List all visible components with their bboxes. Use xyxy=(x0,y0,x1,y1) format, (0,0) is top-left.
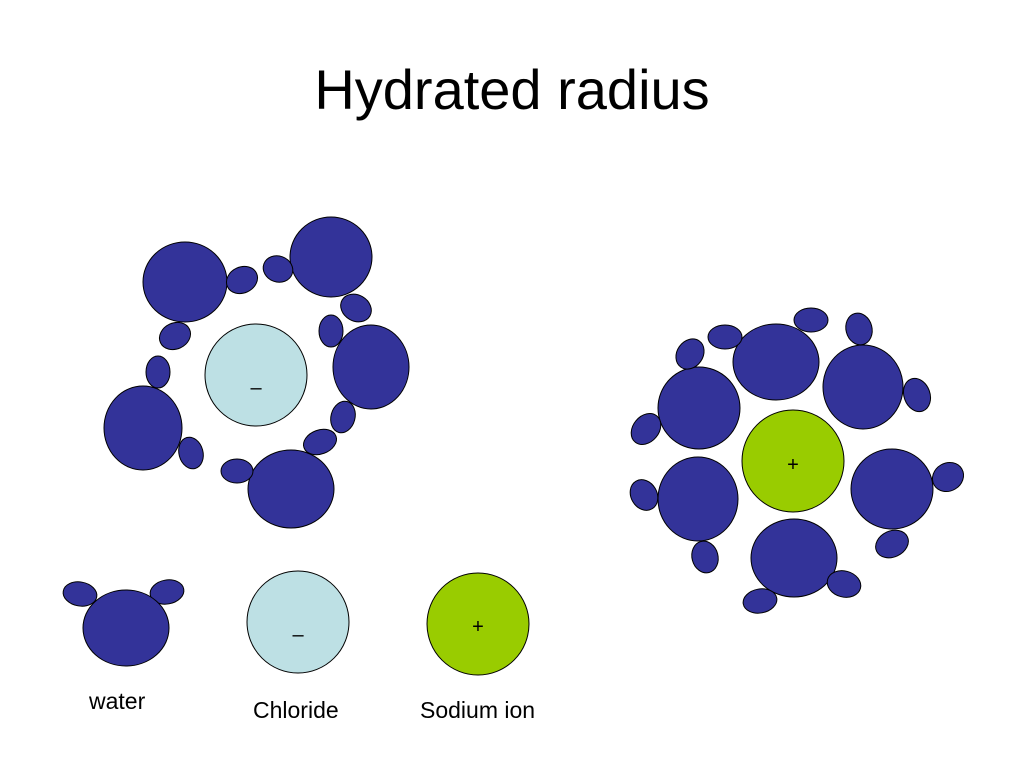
water-hydrogen xyxy=(158,321,192,351)
water-oxygen xyxy=(657,366,741,450)
water-oxygen xyxy=(289,216,373,298)
water-hydrogen xyxy=(303,428,337,456)
water-hydrogen xyxy=(220,458,254,484)
legend-chloride-sign: – xyxy=(292,624,304,646)
water-hydrogen xyxy=(826,570,862,598)
water-oxygen xyxy=(103,385,183,471)
legend-sodium-label: Sodium ion xyxy=(420,697,536,723)
water-oxygen xyxy=(850,448,934,530)
water-hydrogen xyxy=(62,581,98,607)
water-oxygen xyxy=(732,323,820,401)
water-hydrogen xyxy=(629,479,659,511)
sodium-ion-sign: + xyxy=(787,454,799,476)
water-hydrogen xyxy=(330,400,356,434)
water-hydrogen xyxy=(845,312,873,346)
sodium-ion xyxy=(741,409,845,513)
water-oxygen xyxy=(822,344,904,430)
water-hydrogen xyxy=(707,324,743,350)
page-title: Hydrated radius xyxy=(314,58,710,121)
legend-water-label: water xyxy=(89,688,146,714)
water-hydrogen xyxy=(675,338,705,370)
water-oxygen xyxy=(657,456,739,542)
water-hydrogen xyxy=(149,579,185,605)
water-hydrogen xyxy=(318,314,344,348)
water-oxygen xyxy=(750,518,838,598)
water-hydrogen xyxy=(875,529,909,559)
legend-chloride-label: Chloride xyxy=(253,697,339,723)
water-hydrogen xyxy=(262,255,294,283)
water-hydrogen xyxy=(630,413,662,445)
chloride-hydration-cluster xyxy=(103,216,410,529)
water-hydrogen xyxy=(145,355,171,389)
chloride-ion-sign: – xyxy=(250,377,262,399)
water-oxygen xyxy=(82,589,170,667)
water-hydrogen xyxy=(742,588,778,614)
water-hydrogen xyxy=(178,436,204,470)
sodium-hydration-cluster xyxy=(629,307,965,614)
water-oxygen xyxy=(247,449,335,529)
water-hydrogen xyxy=(902,377,932,413)
legend-chloride-ion xyxy=(246,570,350,674)
water-hydrogen xyxy=(340,293,372,323)
legend-sodium-sign: + xyxy=(472,616,484,638)
water-oxygen xyxy=(332,324,410,410)
legend-water xyxy=(62,579,185,667)
water-hydrogen xyxy=(931,461,965,493)
water-hydrogen xyxy=(691,540,719,574)
water-hydrogen xyxy=(225,265,259,295)
chloride-ion xyxy=(204,323,308,427)
water-oxygen xyxy=(142,241,228,323)
water-hydrogen xyxy=(793,307,829,333)
legend-sodium-ion xyxy=(426,572,530,676)
